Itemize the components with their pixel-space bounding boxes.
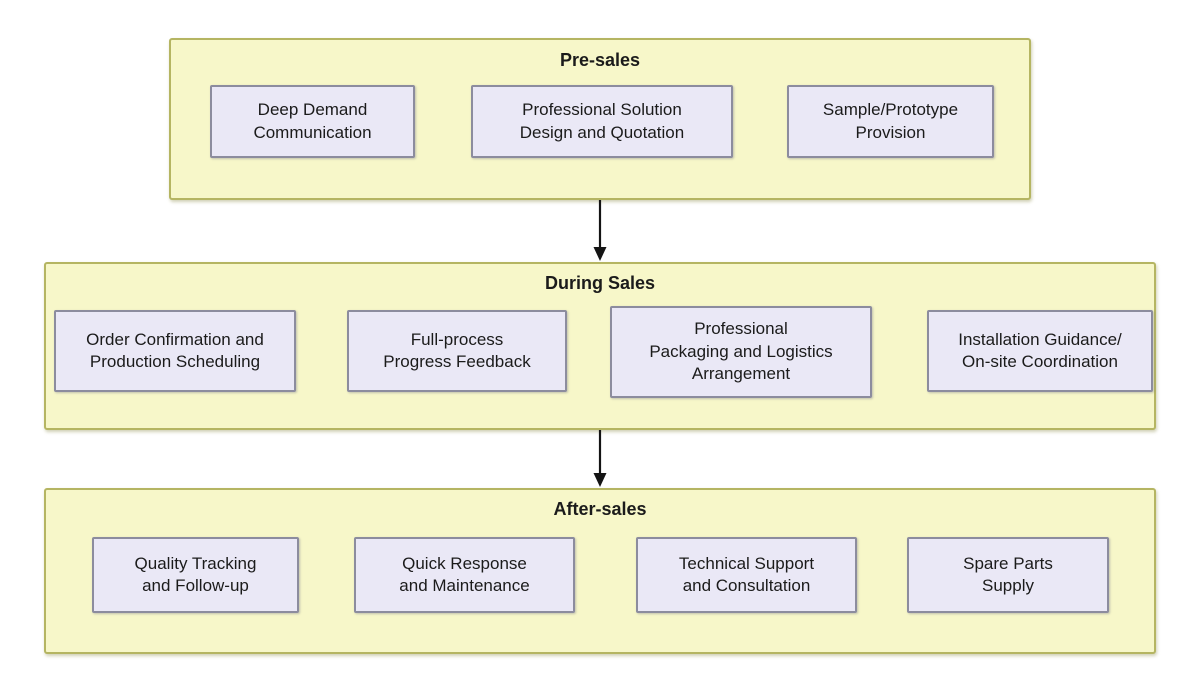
process-box-packaging-logistics: Professional Packaging and Logistics Arr… — [610, 306, 872, 398]
process-box-order-confirmation-scheduling: Order Confirmation and Production Schedu… — [54, 310, 296, 392]
stage-during-sales: During Sales Order Confirmation and Prod… — [44, 262, 1156, 430]
process-box-installation-guidance: Installation Guidance/ On-site Coordinat… — [927, 310, 1153, 392]
stage-title-pre-sales: Pre-sales — [559, 50, 641, 70]
stage-pre-sales: Pre-sales Deep Demand Communication Prof… — [169, 38, 1031, 200]
process-box-deep-demand-communication: Deep Demand Communication — [210, 85, 415, 158]
stage-title-after-sales: After-sales — [553, 499, 647, 519]
down-arrow-during-to-aftersales — [593, 430, 607, 487]
process-box-quick-response-maintenance: Quick Response and Maintenance — [354, 537, 575, 613]
process-box-sample-prototype-provision: Sample/Prototype Provision — [787, 85, 994, 158]
process-box-progress-feedback: Full-process Progress Feedback — [347, 310, 567, 392]
process-box-solution-design-quotation: Professional Solution Design and Quotati… — [471, 85, 733, 158]
process-box-technical-support: Technical Support and Consultation — [636, 537, 857, 613]
stage-after-sales: After-sales Quality Tracking and Follow-… — [44, 488, 1156, 654]
stage-title-during-sales: During Sales — [544, 273, 656, 293]
process-box-quality-tracking: Quality Tracking and Follow-up — [92, 537, 299, 613]
process-box-spare-parts-supply: Spare Parts Supply — [907, 537, 1109, 613]
down-arrow-presales-to-during — [593, 200, 607, 261]
